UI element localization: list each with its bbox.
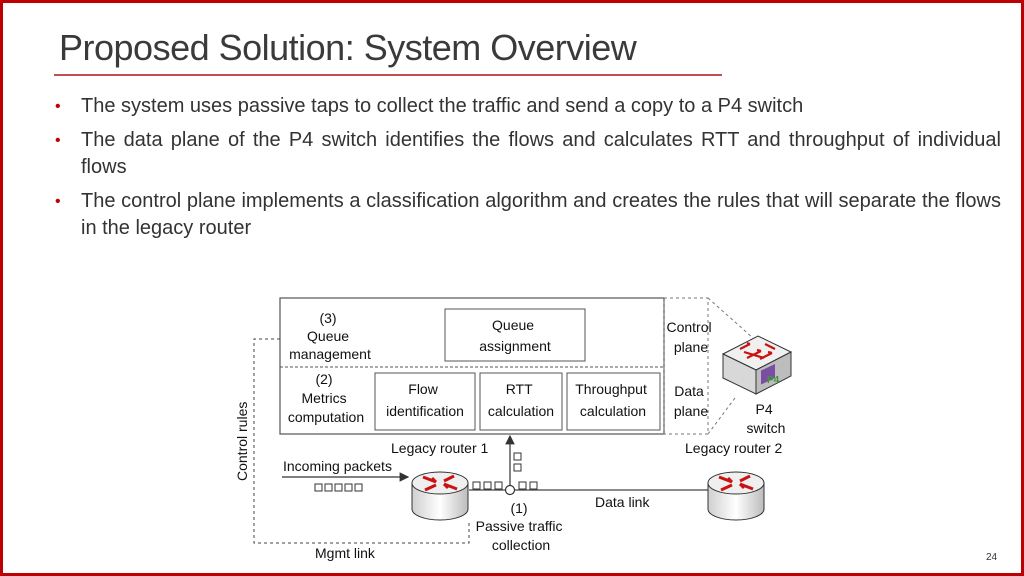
- bullet-dot: •: [55, 132, 61, 149]
- passive-tap-point: [504, 484, 516, 496]
- bullet-dot: •: [55, 193, 61, 210]
- queue-assignment-box: [444, 308, 586, 362]
- control-rules-link: [253, 338, 470, 544]
- incoming-packet-squares: [314, 483, 363, 492]
- slide-title: Proposed Solution: System Overview: [59, 27, 637, 68]
- zoom-line-top: [707, 297, 754, 339]
- queue-assignment-label: Queue assignment: [479, 317, 551, 354]
- title-underline: [54, 74, 722, 76]
- rtt-calculation-label: RTT calculation: [488, 381, 554, 419]
- zoom-line-bottom: [707, 397, 736, 435]
- flow-identification-label: Flow identification: [386, 381, 464, 419]
- passive-traffic-label: (1) Passive traffic collection: [476, 500, 567, 553]
- data-plane-label: Data plane: [674, 383, 708, 419]
- control-rules-label: Control rules: [234, 402, 250, 481]
- bullet-list: • The system uses passive taps to collect…: [53, 93, 1001, 249]
- bullet-text: The data plane of the P4 switch identifi…: [81, 129, 1001, 178]
- legacy-router-1-label: Legacy router 1: [391, 440, 488, 456]
- metrics-computation-label: (2) Metrics computation: [288, 371, 364, 425]
- page-number: 24: [986, 552, 998, 563]
- p4-switch-icon: P4: [721, 335, 793, 395]
- legacy-router-1-icon: [411, 471, 469, 521]
- bullet-item: • The system uses passive taps to collect…: [53, 93, 1001, 120]
- bullet-item: • The data plane of the P4 switch identif…: [53, 127, 1001, 181]
- legacy-router-2-icon: [707, 471, 765, 521]
- bullet-dot: •: [55, 98, 61, 115]
- legacy-router-2-label: Legacy router 2: [685, 440, 782, 456]
- throughput-calculation-box: [566, 372, 661, 431]
- bullet-item: • The control plane implements a classifi…: [53, 188, 1001, 242]
- tap-packet-squares: [472, 452, 538, 490]
- bullet-text: The system uses passive taps to collect …: [81, 95, 804, 117]
- data-link-label: Data link: [595, 494, 650, 510]
- incoming-packets-label: Incoming packets: [283, 458, 392, 474]
- rtt-calculation-box: [479, 372, 563, 431]
- system-diagram: (3) Queue management Queue assignment (2…: [234, 297, 793, 561]
- flow-identification-box: [374, 372, 476, 431]
- bullet-text: The control plane implements a classific…: [81, 190, 1001, 239]
- throughput-calculation-label: Throughput calculation: [575, 381, 651, 419]
- mgmt-link-label: Mgmt link: [315, 545, 376, 561]
- svg-text:P4: P4: [767, 375, 780, 386]
- control-plane-label: Control plane: [666, 319, 715, 355]
- queue-management-label: (3) Queue management: [289, 310, 371, 362]
- p4-switch-label: P4 switch: [747, 401, 786, 436]
